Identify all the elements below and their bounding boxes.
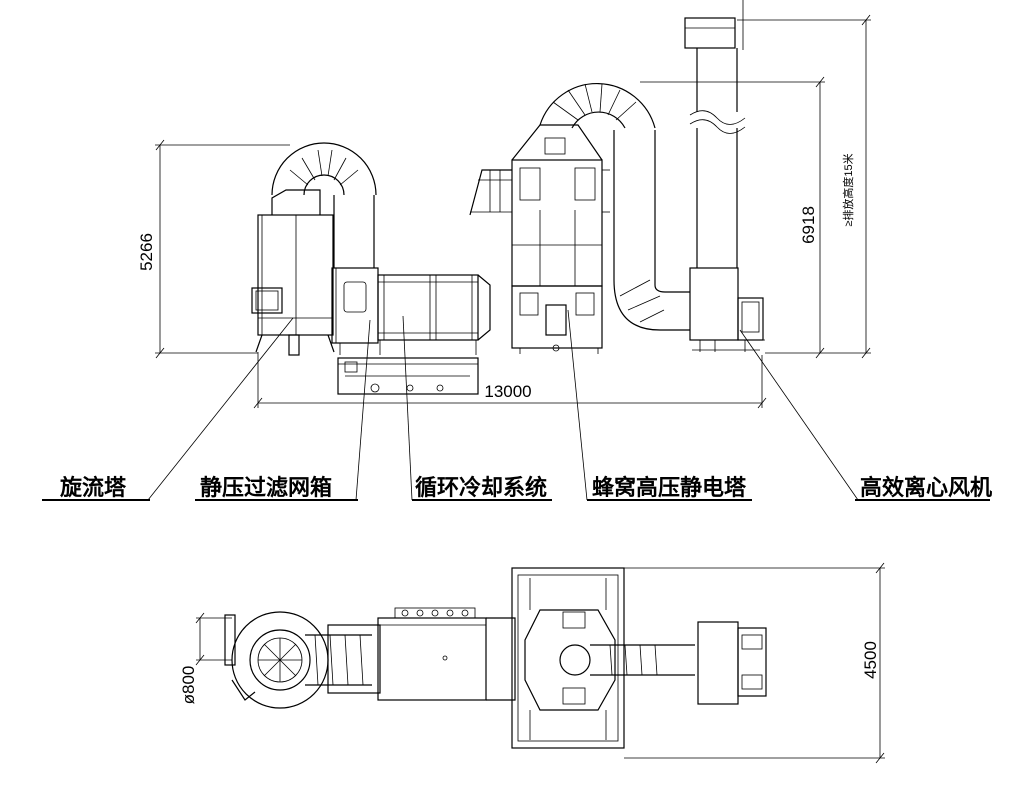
dimension-total-length: 13000 [484, 382, 531, 401]
plan-duct-right [590, 644, 695, 676]
label-static-filter-box: 静压过滤网箱 [200, 475, 332, 501]
elevation-view: 5266 13000 6918 ≥排放高度15米 [137, 0, 871, 409]
centrifugal-fan-elevation [689, 267, 765, 352]
cooling-tank-elevation [337, 357, 479, 395]
filter-box-elevation [331, 267, 491, 355]
dimension-height-right: 6918 [799, 206, 818, 244]
dimension-height-left: 5266 [137, 233, 156, 271]
centrifugal-fan-plan [697, 621, 767, 705]
cyclone-tower-plan [224, 611, 329, 709]
right-duct-elbow [539, 82, 690, 331]
plan-duct-left [305, 624, 381, 694]
dimension-width-plan: 4500 [861, 641, 880, 679]
dimension-lines-plan [195, 562, 885, 764]
exhaust-stack [684, 17, 746, 268]
label-esp-tower: 蜂窝高压静电塔 [592, 475, 747, 501]
left-duct-elbow [271, 142, 377, 268]
esp-tower-elevation [469, 124, 610, 354]
label-centrifugal-fan: 高效离心风机 [860, 475, 992, 501]
dimension-duct-diameter: ø800 [179, 666, 198, 705]
dimension-lines-elevation [155, 0, 871, 409]
label-cooling-system: 循环冷却系统 [415, 475, 547, 501]
leader-lines [42, 309, 990, 501]
esp-tower-plan [511, 567, 625, 749]
stack-height-note: ≥排放高度15米 [841, 153, 855, 226]
label-cyclone-tower: 旋流塔 [60, 475, 127, 501]
cyclone-tower-elevation [251, 189, 335, 356]
plan-view: ø800 4500 [179, 562, 885, 764]
filter-box-plan [377, 607, 516, 701]
